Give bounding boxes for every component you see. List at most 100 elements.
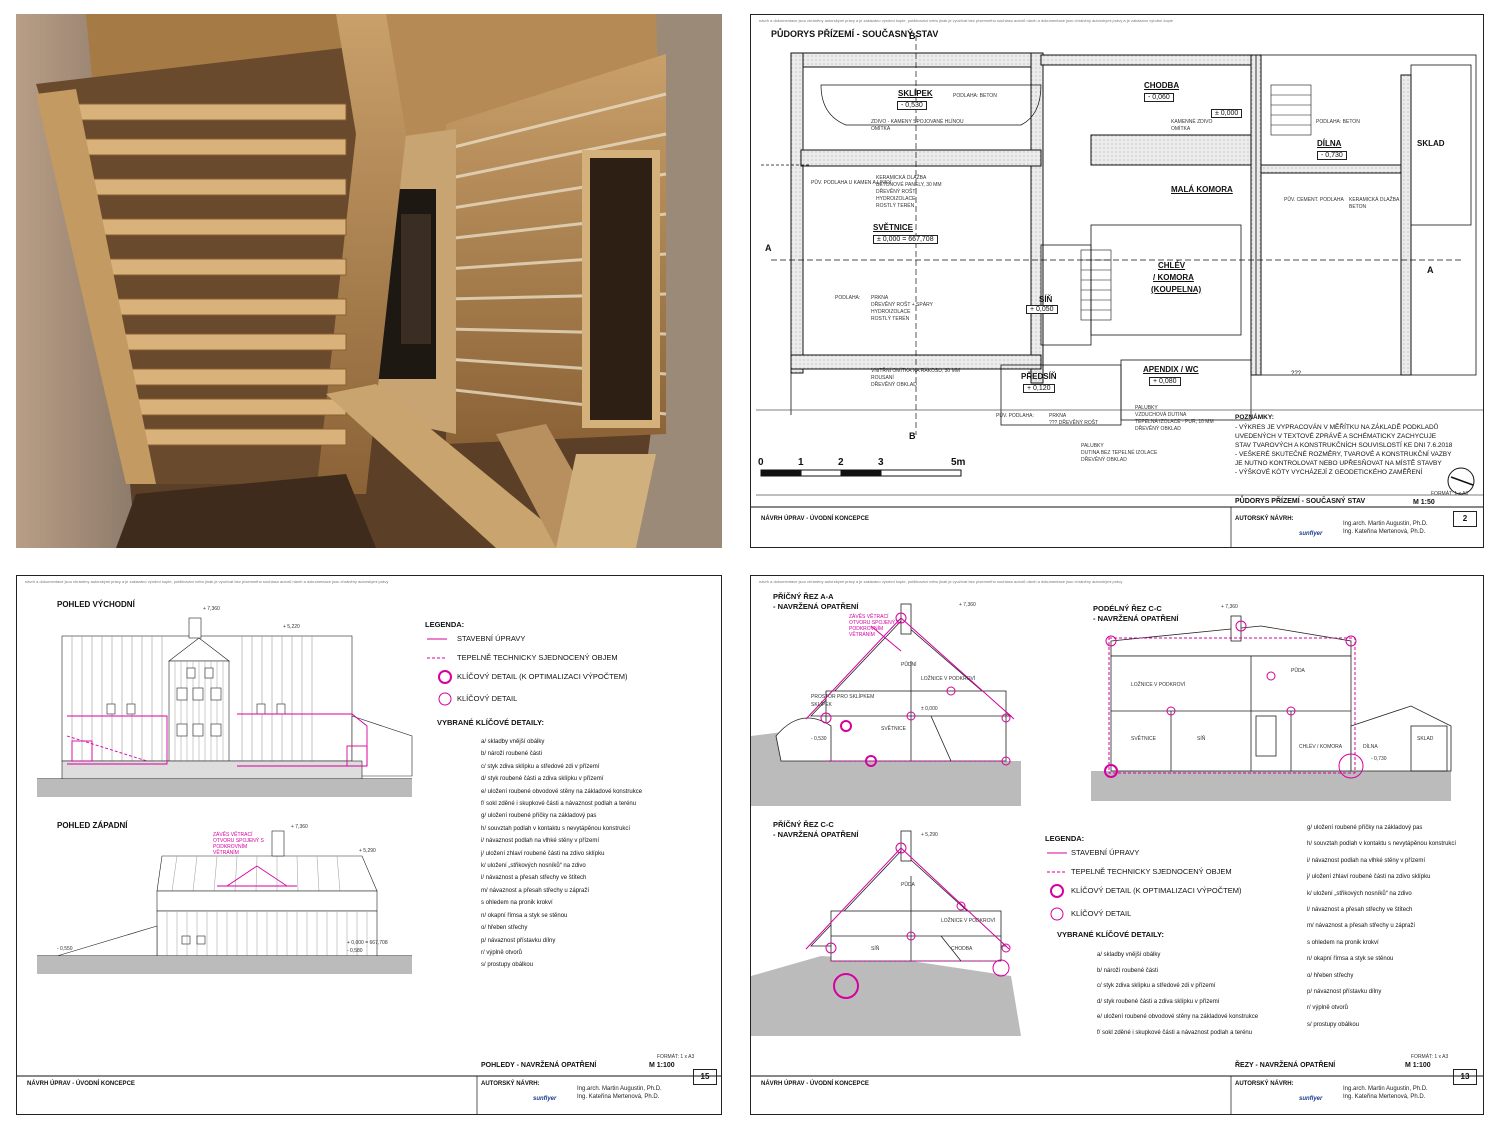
detail-item: g/ uložení roubené příčky na základový p… <box>481 813 597 820</box>
detail-item: i/ návaznost podlah na vlhké stěny v pří… <box>1307 857 1426 864</box>
cc-room: SKLAD <box>1417 736 1434 742</box>
label-hydroizolace-2: HYDROIZOLACE <box>871 309 911 315</box>
level-mark: + 7,360 <box>1221 604 1238 610</box>
aa-room: SKLÍPEK <box>811 702 832 708</box>
plan-title: PŮDORYS PŘÍZEMÍ - SOUČASNÝ STAV <box>771 29 939 39</box>
section-a-right: A <box>1427 265 1434 275</box>
room-dilna: DÍLNA <box>1317 139 1342 148</box>
sections-drawing <box>751 603 1483 1114</box>
level-zero-chodba: ± 0,000 <box>1211 109 1243 118</box>
aa-vent-note: ZÁVĚS VĚTRACÍ OTVORU SPOJENÝ S PODKROVNÍ… <box>849 614 900 638</box>
section-aa-subtitle: - NAVRŽENÁ OPATŘENÍ <box>773 602 859 611</box>
label-dreveny-rost-2: DŘEVĚNÝ ROŠT + SPÁRY <box>871 302 933 308</box>
level-dilna: - 0,730 <box>1317 151 1347 160</box>
footer-project: NÁVRH ÚPRAV - ÚVODNÍ KONCEPCE <box>761 516 869 522</box>
detail-item: j/ uložení zhlaví roubené části na zdivo… <box>481 850 605 857</box>
west-level: + 5,290 <box>359 848 376 854</box>
level-mark: - 0,530 <box>811 736 827 742</box>
detail-item: s/ prostupy obálkou <box>481 962 534 969</box>
legend-item: KLÍČOVÝ DETAIL (K OPTIMALIZACI VÝPOČTEM) <box>1071 886 1242 895</box>
section-cc2-subtitle: - NAVRŽENÁ OPATŘENÍ <box>773 830 859 839</box>
label-keramicka: KERAMICKÁ DLAŽBA <box>876 175 927 181</box>
scale-tick: 5m <box>951 457 966 468</box>
label-tepelna: TEPELNÁ IZOLACE - PUR, 10 MM <box>1135 419 1214 425</box>
legend-item: STAVEBNÍ ÚPRAVY <box>1071 848 1140 857</box>
scale-tick: 3 <box>878 457 884 468</box>
cc-room: SÍŇ <box>1197 736 1206 742</box>
detail-item: n/ okapní římsa a styk se stěnou <box>481 912 568 919</box>
section-b-bottom: B <box>909 431 916 441</box>
detail-item: r/ výplně otvorů <box>1307 1005 1349 1012</box>
format-label: FORMÁT: 1 x A3 <box>1411 1054 1449 1060</box>
room-sklipek: SKLÍPEK <box>898 89 933 98</box>
author-1: Ing.arch. Martin Augustin, Ph.D. <box>1343 1086 1428 1092</box>
scale-tick: 0 <box>758 457 764 468</box>
detail-item: l/ návaznost a přesah střechy ve štítech <box>1307 907 1413 914</box>
label-dutina: DUTINA BEZ TEPELNÉ IZOLACE <box>1081 450 1158 456</box>
format-label: FORMÁT: 1 x A3 <box>657 1054 695 1060</box>
cc-room: LOŽNICE V PODKROVÍ <box>1131 682 1186 688</box>
room-predsin: PŘEDSÍŇ <box>1021 372 1057 381</box>
detail-item: c/ styk zdiva sklípku a středové zdi v p… <box>481 763 600 770</box>
label-vnitrni-omitka: VNITŘNÍ OMÍTKA NA RÁKOSU, 30 MM <box>871 368 960 374</box>
note-line: STAV TVAROVÝCH A KONSTRUKČNÍCH SOUVISLOS… <box>1235 442 1453 449</box>
section-b-top: B <box>909 31 916 41</box>
details-title: VYBRANÉ KLÍČOVÉ DETAILY: <box>1057 930 1164 939</box>
section-aa-title: PŘÍČNÝ ŘEZ A-A <box>773 592 834 601</box>
room-koupelna: (KOUPELNA) <box>1151 285 1202 294</box>
detail-item: h/ souvztah podlah v kontaktu s nevytápě… <box>1307 841 1457 848</box>
label-prkna-2: PRKNA <box>1049 413 1067 419</box>
detail-item: k/ uložení „střikových nosníků“ na zdivo <box>1307 890 1412 897</box>
note-line: JE NUTNO KONTROLOVAT NEBO UPŘESŇOVAT NA … <box>1235 460 1442 467</box>
detail-item: c/ styk zdiva sklípku a středové zdi v p… <box>1097 983 1216 989</box>
room-komora: / KOMORA <box>1153 273 1194 282</box>
detail-item: f/ sokl zděné i skupkové části a návazno… <box>1097 1029 1253 1036</box>
label-palubky: PALUBKY <box>1135 405 1158 411</box>
detail-item: h/ souvztah podlah v kontaktu s nevytápě… <box>481 825 631 832</box>
sheet-title: ŘEZY - NAVRŽENÁ OPATŘENÍ <box>1235 1062 1336 1069</box>
room-sklad: SKLAD <box>1417 139 1445 148</box>
details-list-left: a/ skladby vnější obálky b/ nároží roube… <box>1097 948 1258 1041</box>
details-list-right: g/ uložení roubené příčky na základový p… <box>1307 820 1456 1033</box>
section-cc-subtitle: - NAVRŽENÁ OPATŘENÍ <box>1093 614 1179 623</box>
detail-item: a/ skladby vnější obálky <box>1097 952 1161 958</box>
detail-item: a/ skladby vnější obálky <box>481 739 545 745</box>
detail-item: d/ styk roubené části a zdiva sklípku v … <box>1097 998 1220 1005</box>
west-level: + 0,000 = 667,708 <box>347 940 388 946</box>
detail-item: m/ návaznost a přesah střechy u zápraží <box>1307 923 1416 930</box>
label-vzduchova: VZDUCHOVÁ DUTINA <box>1135 412 1187 418</box>
east-level: + 7,360 <box>203 606 220 612</box>
author-1: Ing.arch. Martin Augustin, Ph.D. <box>577 1086 662 1092</box>
note-line: - VEŠKERÉ SKUTEČNÉ ROZMĚRY, TVAROVÉ A KO… <box>1235 451 1452 458</box>
detail-item: l/ návaznost a přesah střechy ve štítech <box>481 875 587 882</box>
detail-item: o/ hřeben střechy <box>481 925 528 932</box>
aa-room: LOŽNICE V PODKROVÍ <box>921 676 976 682</box>
cc-room: CHLÉV / KOMORA <box>1299 744 1343 750</box>
label-puv-podlaha: PŮV. PODLAHA U KAMEN A LINKY <box>811 180 892 186</box>
format-label: FORMÁT: 1 x A3 <box>1431 491 1469 497</box>
author-2: Ing. Kateřina Mertenová, Ph.D. <box>1343 529 1426 535</box>
label-podlaha-beton: PODLAHA: BETON <box>953 93 997 99</box>
elevations-drawing <box>17 617 721 1114</box>
level-mark: + 5,290 <box>921 832 938 838</box>
label-podlaha-beton-2: PODLAHA: BETON <box>1316 119 1360 125</box>
copyright-note: návrh a dokumentace jsou chráněny autors… <box>25 579 389 584</box>
west-level: + 7,360 <box>291 824 308 830</box>
label-dreveny-obklad: DŘEVĚNÝ OBKLAD <box>871 382 917 388</box>
interior-photo <box>16 14 722 548</box>
scale-tick: 1 <box>798 457 804 468</box>
level-mark: + 7,360 <box>959 602 976 608</box>
room-chodba: CHODBA <box>1144 81 1180 90</box>
photo-illustration <box>16 14 722 548</box>
page-number: 15 <box>693 1069 717 1085</box>
details-list: a/ skladby vnější obálky b/ nároží roube… <box>481 736 642 972</box>
section-a-left: A <box>765 243 772 253</box>
label-rakos: ROUSANÍ <box>871 375 894 381</box>
note-line: UVEDENÝCH V TEXTOVÉ ZPRÁVĚ A SCHÉMATICKY… <box>1235 433 1437 440</box>
sheet-floor-plan: návrh a dokumentace jsou chráněny autors… <box>750 14 1484 548</box>
aa-room: PŮDNÍ <box>901 662 917 668</box>
legend-item: KLÍČOVÝ DETAIL <box>457 694 518 703</box>
footer-project: NÁVRH ÚPRAV - ÚVODNÍ KONCEPCE <box>761 1081 869 1087</box>
detail-item: j/ uložení zhlaví roubené části na zdivo… <box>1307 874 1431 881</box>
label-omitka: OMÍTKA <box>871 126 891 132</box>
